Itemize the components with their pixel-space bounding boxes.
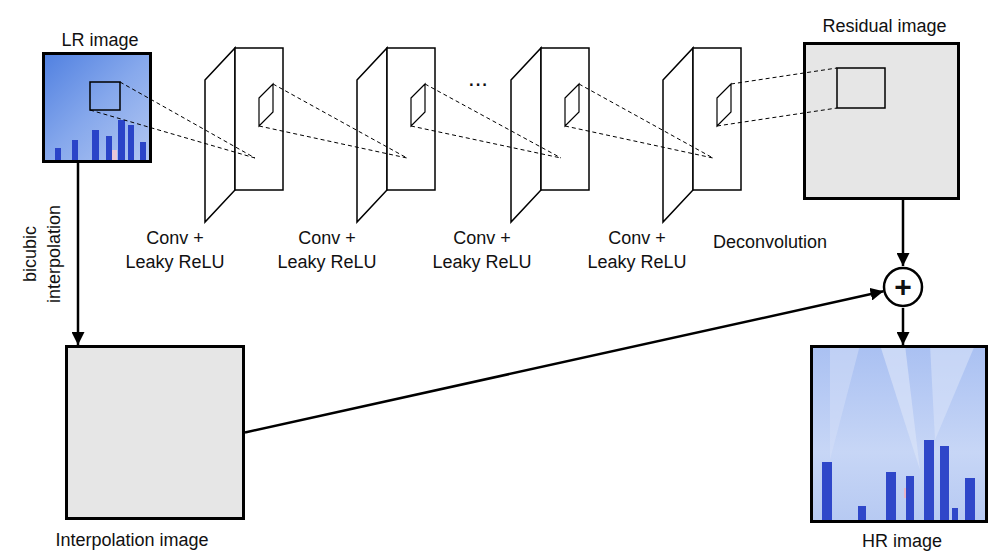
ellipsis: ... [455, 66, 501, 90]
output-window [837, 68, 885, 108]
slab-face [541, 48, 589, 190]
dashed-line [579, 84, 713, 158]
kernel-window [565, 84, 579, 126]
layer-label: Conv + Leaky ReLU [427, 226, 537, 274]
feature-map-slab: Conv + Leaky ReLU [663, 48, 741, 222]
slab-outline [357, 48, 435, 222]
slab-face [235, 48, 283, 190]
slab-side [357, 48, 387, 222]
dashed-line [90, 110, 255, 158]
layer-label: Conv + Leaky ReLU [272, 226, 382, 274]
kernel-window [717, 84, 731, 126]
slab-side [511, 48, 541, 222]
residual-fill [803, 42, 960, 200]
layer-label: Conv + Leaky ReLU [120, 226, 230, 274]
dashed-line [565, 126, 713, 158]
receptive-window [90, 82, 120, 110]
image-box: HR image [810, 345, 988, 523]
slab-outline [663, 48, 741, 222]
slab-outline [205, 48, 283, 222]
dashed-line [259, 126, 407, 158]
operator-symbol: + [882, 266, 924, 308]
dashed-line [717, 108, 837, 126]
sum-circle: + [882, 266, 924, 308]
interpolation-fill [65, 345, 245, 520]
slab-side [663, 48, 693, 222]
image-title: Interpolation image [7, 528, 257, 552]
slab-outline [511, 48, 589, 222]
image-title: HR image [813, 529, 991, 553]
feature-map-slab: Conv + Leaky ReLU [511, 48, 589, 222]
sum-ring [884, 268, 922, 306]
hr-image-content [810, 345, 988, 523]
arrow-connector [902, 308, 905, 345]
slab-side [205, 48, 235, 222]
kernel-window [411, 84, 425, 126]
dashed-line [425, 84, 561, 158]
image-title: Residual image [796, 14, 973, 38]
dashed-line [120, 82, 255, 158]
image-box: Interpolation image [65, 345, 245, 520]
arrow-connector [77, 163, 80, 345]
kernel-window [259, 84, 273, 126]
slab-face [693, 48, 741, 190]
arrow-connector [902, 200, 905, 266]
dashed-line [411, 126, 561, 158]
image-title: LR image [25, 28, 175, 52]
layer-label: Conv + Leaky ReLU [582, 226, 692, 274]
feature-map-slab: Conv + Leaky ReLU [357, 48, 435, 222]
lr-image-content [42, 52, 152, 163]
image-box: Residual image [803, 42, 960, 200]
image-box: LR image [42, 52, 152, 163]
edge-label: bicubic interpolation [18, 189, 66, 319]
dashed-line [273, 84, 407, 158]
dashed-line [731, 68, 837, 84]
slab-face [387, 48, 435, 190]
arrow-connector [245, 291, 883, 432]
layer-label: Deconvolution [700, 230, 840, 254]
feature-map-slab: Conv + Leaky ReLU [205, 48, 283, 222]
